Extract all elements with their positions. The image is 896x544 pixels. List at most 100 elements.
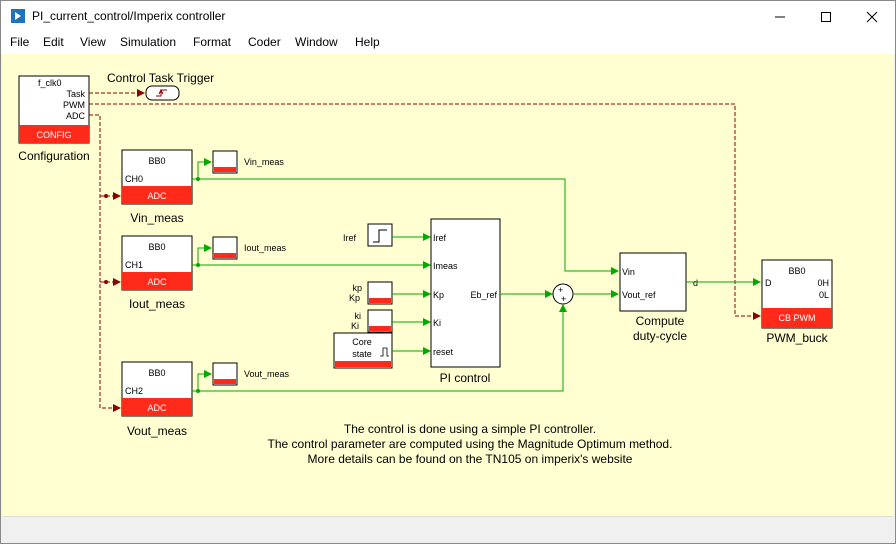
menu-simulation[interactable]: Simulation (120, 35, 177, 49)
config-port-adc: ADC (66, 111, 86, 121)
menu-help[interactable]: Help (355, 35, 380, 49)
pwm-port-0l: 0L (819, 290, 829, 300)
ki-bottom-label: Ki (351, 321, 359, 331)
scope-label-vout: Vout_meas (244, 369, 290, 379)
simulink-icon (11, 9, 25, 23)
core-top-label: Core (352, 337, 372, 347)
scope-iout[interactable] (212, 236, 238, 260)
adc-board: BB0 (148, 156, 165, 166)
scope-label-iout: Iout_meas (244, 243, 287, 253)
core-bottom-label: state (352, 349, 372, 359)
pwm-line (89, 103, 761, 320)
junction-dot (196, 263, 200, 267)
adc-badge: ADC (147, 191, 167, 201)
pi-port-iref: Iref (433, 233, 447, 243)
core-state-block[interactable]: Core state (333, 332, 393, 369)
pi-port-out: Eb_ref (470, 290, 497, 300)
signal-line (192, 370, 212, 392)
config-clk: f_clk0 (38, 78, 62, 88)
pi-control-block[interactable]: Iref Imeas Kp Ki reset Eb_ref (430, 218, 501, 368)
pi-port-kp: Kp (433, 290, 444, 300)
adc-board: BB0 (148, 368, 165, 378)
config-port-task: Task (66, 89, 85, 99)
pwm-block[interactable]: BB0 D 0H 0L CB PWM (761, 259, 833, 329)
junction-dot (196, 389, 200, 393)
model-canvas[interactable]: f_clk0 Task PWM ADC CONFIG Configuration… (2, 54, 894, 516)
menu-file[interactable]: File (10, 35, 30, 49)
minimize-button[interactable] (757, 1, 803, 32)
iref-step-block[interactable] (367, 223, 393, 247)
config-block[interactable]: f_clk0 Task PWM ADC CONFIG (18, 75, 90, 144)
signal-line (192, 304, 567, 392)
adc-label-vin: Vin_meas (130, 211, 183, 225)
pwm-port-d: D (765, 278, 772, 288)
kp-const-block[interactable] (367, 281, 393, 305)
adc-block-iout[interactable]: BB0 CH1 ADC (121, 235, 193, 291)
adc-board: BB0 (148, 242, 165, 252)
maximize-button[interactable] (803, 1, 849, 32)
junction-dot (104, 194, 108, 198)
config-label: Configuration (18, 149, 89, 163)
annotation-line-2: The control parameter are computed using… (268, 437, 673, 451)
duty-label-2: duty-cycle (633, 329, 687, 343)
pi-port-imeas: Imeas (433, 261, 458, 271)
close-icon (866, 11, 878, 22)
adc-badge: ADC (147, 277, 167, 287)
duty-port-voutref: Vout_ref (622, 290, 656, 300)
config-badge: CONFIG (37, 130, 72, 140)
menu-window[interactable]: Window (295, 35, 338, 49)
menu-edit[interactable]: Edit (43, 35, 64, 49)
adc-line (89, 114, 121, 412)
duty-cycle-block[interactable]: Vin Vout_ref d (619, 252, 698, 312)
adc-label-vout: Vout_meas (127, 424, 187, 438)
scope-label-vin: Vin_meas (244, 157, 284, 167)
junction-dot (104, 280, 108, 284)
pi-port-ki: Ki (433, 318, 441, 328)
adc-channel: CH1 (125, 260, 143, 270)
pwm-port-0h: 0H (817, 278, 829, 288)
adc-block-vout[interactable]: BB0 CH2 ADC (121, 361, 193, 417)
status-bar (2, 516, 894, 543)
trigger-block[interactable] (145, 85, 180, 101)
window-title: PI_current_control/Imperix controller (32, 9, 226, 23)
adc-block-vin[interactable]: BB0 CH0 ADC (121, 149, 193, 205)
sum-sign-1: + (558, 285, 563, 295)
pi-port-reset: reset (433, 347, 454, 357)
close-button[interactable] (849, 1, 895, 32)
signal-line (192, 158, 212, 180)
minimize-icon (775, 16, 785, 17)
adc-label-iout: Iout_meas (129, 297, 185, 311)
menu-view[interactable]: View (80, 35, 106, 49)
pwm-label: PWM_buck (766, 331, 828, 345)
signal-line (192, 244, 212, 266)
trigger-label: Control Task Trigger (107, 71, 214, 85)
pi-label: PI control (440, 371, 491, 385)
config-port-pwm: PWM (63, 100, 85, 110)
iref-label: Iref (343, 233, 357, 243)
scope-vin[interactable] (212, 150, 238, 174)
sum-block[interactable]: + + (552, 283, 574, 305)
sum-sign-2: + (561, 294, 566, 304)
pwm-badge: CB PWM (779, 313, 816, 323)
kp-bottom-label: Kp (349, 293, 360, 303)
maximize-icon (821, 11, 831, 22)
adc-channel: CH2 (125, 386, 143, 396)
adc-channel: CH0 (125, 174, 143, 184)
menu-bar: File Edit View Simulation Format Coder W… (1, 32, 895, 54)
title-bar: PI_current_control/Imperix controller (1, 1, 895, 32)
pwm-board: BB0 (788, 266, 805, 276)
duty-port-d: d (693, 278, 698, 288)
menu-coder[interactable]: Coder (248, 35, 281, 49)
signal-line (192, 178, 619, 275)
junction-dot (196, 177, 200, 181)
annotation-line-3: More details can be found on the TN105 o… (308, 452, 633, 466)
annotation-line-1: The control is done using a simple PI co… (344, 422, 596, 436)
scope-vout[interactable] (212, 362, 238, 386)
duty-label-1: Compute (636, 314, 685, 328)
adc-badge: ADC (147, 403, 167, 413)
menu-format[interactable]: Format (193, 35, 232, 49)
kp-top-label: kp (352, 283, 362, 293)
ki-top-label: ki (355, 311, 362, 321)
ki-const-block[interactable] (367, 309, 393, 333)
